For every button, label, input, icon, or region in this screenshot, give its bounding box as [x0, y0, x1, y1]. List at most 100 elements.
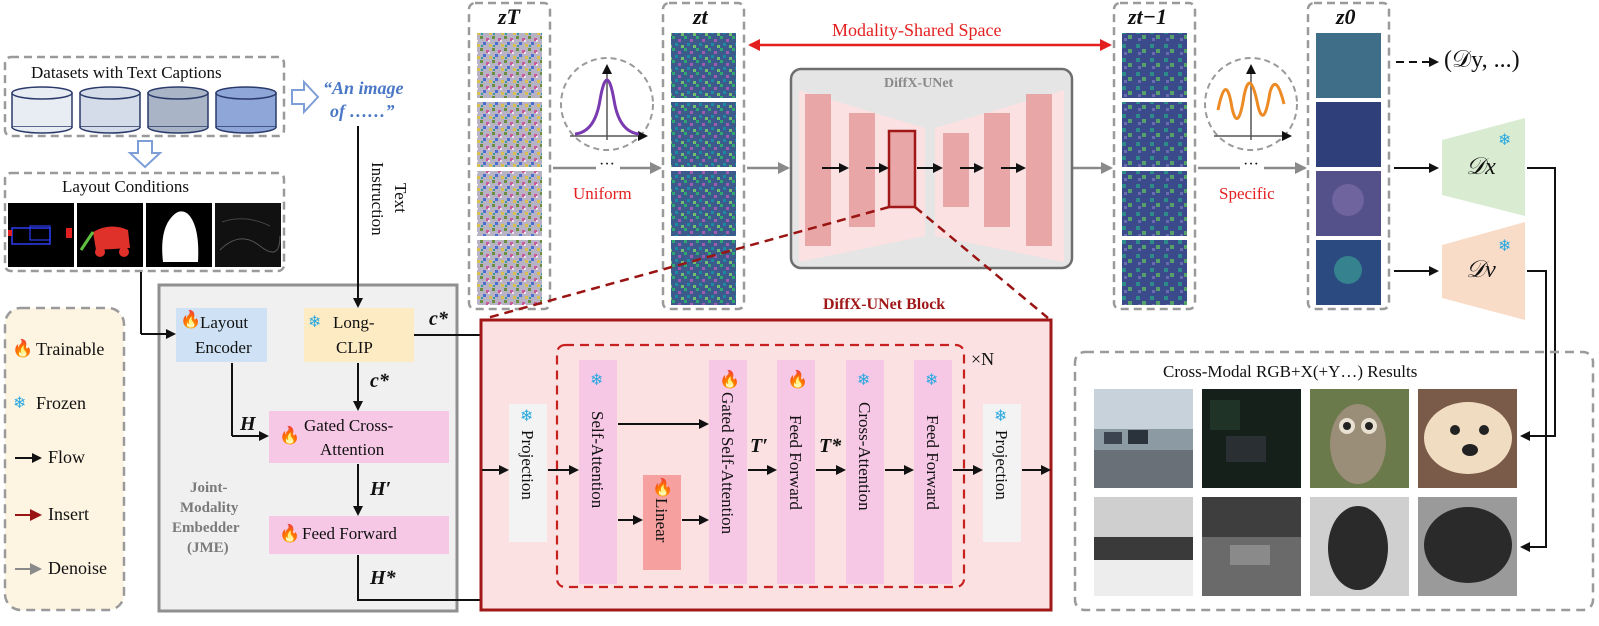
- layout-encoder-line-1: Layout: [200, 313, 249, 332]
- symbol-t-prime: T′: [750, 435, 768, 457]
- cross-attention: Cross-Attention: [855, 402, 874, 511]
- unet-selected-block: [887, 129, 917, 209]
- snowflake-icon: ❄: [590, 370, 604, 389]
- jme-title-1: Joint-: [190, 480, 228, 496]
- gated-self-attention: Gated Self-Attention: [718, 392, 737, 535]
- flame-icon: 🔥: [652, 478, 674, 498]
- jme-title-3: Embedder: [172, 520, 240, 536]
- legend-insert: Insert: [48, 504, 89, 524]
- layout-thumbnails: [8, 203, 281, 267]
- block-title: DiffX-UNet Block: [823, 296, 946, 313]
- z0-latent-images: [1316, 33, 1381, 305]
- long-clip-line-1: Long-: [333, 313, 375, 332]
- results-box: [1073, 350, 1595, 612]
- ellipsis-left: ···: [599, 156, 615, 173]
- zT-noise-images: [477, 33, 542, 305]
- zt1-noise-images: [1122, 33, 1187, 305]
- layout-conditions-box: [3, 171, 286, 273]
- multimodal-curve: [1216, 81, 1286, 120]
- database-icon: [11, 86, 73, 134]
- label-zT: zT: [498, 4, 520, 29]
- snowflake-icon: ❄: [994, 406, 1008, 425]
- symbol-h: H: [240, 413, 256, 435]
- hollow-arrow-down-icon: [127, 140, 163, 169]
- symbol-h-star: H*: [370, 567, 396, 589]
- gated-cross-line-1: Gated Cross-: [304, 416, 394, 435]
- decoder-dx-shape: [1442, 118, 1525, 216]
- jme-feed-forward: Feed Forward: [302, 524, 397, 543]
- symbol-h-prime: H′: [370, 478, 392, 500]
- datasets-title: Datasets with Text Captions: [31, 63, 222, 82]
- gaussian-curve: [574, 78, 640, 136]
- self-attention: Self-Attention: [588, 411, 607, 509]
- linear: Linear: [652, 498, 671, 543]
- snowflake-icon: ❄: [1498, 236, 1512, 255]
- hollow-arrow-right-icon: [291, 79, 320, 115]
- legend-box: [3, 306, 126, 612]
- feed-forward-2: Feed Forward: [923, 415, 942, 510]
- database-icons: [11, 86, 277, 134]
- jme-title-2: Modality: [180, 500, 239, 516]
- layout-encoder-bg: [176, 308, 267, 362]
- ellipsis-right: ···: [1243, 156, 1259, 173]
- zt-noise-images: [671, 33, 736, 305]
- projection-out: Projection: [992, 430, 1011, 500]
- jme-title-4: (JME): [187, 540, 229, 556]
- flame-icon: 🔥: [719, 370, 741, 390]
- symbol-c-star: c*: [429, 308, 448, 330]
- legend-trainable: Trainable: [36, 339, 105, 359]
- label-zt: zt: [693, 4, 708, 29]
- database-icon: [147, 86, 209, 134]
- bbox-layout-thumb: [8, 203, 74, 267]
- flame-icon: 🔥: [180, 310, 202, 330]
- legend-flow: Flow: [48, 447, 86, 467]
- snowflake-icon: ❄: [13, 393, 27, 412]
- repeat-label: ×N: [971, 349, 995, 369]
- feed-forward-1: Feed Forward: [786, 415, 805, 510]
- projection-in: Projection: [518, 430, 537, 500]
- gated-cross-attention-bg: [269, 411, 449, 463]
- database-icon: [215, 86, 277, 134]
- edge-layout-thumb: [215, 203, 281, 267]
- legend-denoise: Denoise: [48, 558, 107, 578]
- snowflake-icon: ❄: [925, 370, 939, 389]
- caption-line-1: “An image: [323, 78, 404, 98]
- unet-block-box: [479, 318, 1053, 612]
- long-clip-bg: [304, 308, 414, 362]
- caption-line-2: of ……”: [330, 101, 395, 121]
- decoder-dv-shape: [1442, 222, 1525, 320]
- flame-icon: 🔥: [12, 339, 34, 359]
- snowflake-icon: ❄: [308, 312, 322, 331]
- unet-title: DiffX-UNet: [884, 76, 954, 91]
- flame-icon: 🔥: [279, 524, 301, 544]
- label-zt-1: zt−1: [1128, 4, 1168, 29]
- long-clip-line-2: CLIP: [336, 338, 373, 357]
- decoder-dy-label: (𝒟y, ...): [1444, 47, 1520, 73]
- decoder-dx-label: 𝒟x: [1466, 154, 1496, 180]
- symbol-t-star: T*: [819, 435, 842, 457]
- flame-icon: 🔥: [787, 370, 809, 390]
- jme-feed-forward-bg: [269, 516, 449, 554]
- layout-encoder-line-2: Encoder: [195, 338, 252, 357]
- text-instruction-line-2: Instruction: [368, 162, 387, 236]
- database-icon: [79, 86, 141, 134]
- legend-frozen: Frozen: [36, 393, 86, 413]
- repeat-dashed-box: [555, 343, 966, 589]
- specific-label: Specific: [1219, 184, 1275, 203]
- datasets-box: [3, 55, 286, 138]
- text-instruction-line-1: Text: [391, 183, 410, 213]
- gated-cross-line-2: Attention: [320, 440, 385, 459]
- snowflake-icon: ❄: [520, 406, 534, 425]
- results-images: [1094, 389, 1517, 596]
- decoder-dv-label: 𝒟v: [1466, 257, 1496, 283]
- snowflake-icon: ❄: [857, 370, 871, 389]
- snowflake-icon: ❄: [1498, 130, 1512, 149]
- symbol-c-star-2: c*: [370, 370, 389, 392]
- modality-shared-label: Modality-Shared Space: [832, 20, 1002, 40]
- layout-conditions-title: Layout Conditions: [62, 177, 190, 196]
- uniform-label: Uniform: [573, 184, 632, 203]
- flame-icon: 🔥: [279, 426, 301, 446]
- label-z0: z0: [1336, 4, 1356, 29]
- results-title: Cross-Modal RGB+X(+Y…) Results: [1163, 362, 1418, 381]
